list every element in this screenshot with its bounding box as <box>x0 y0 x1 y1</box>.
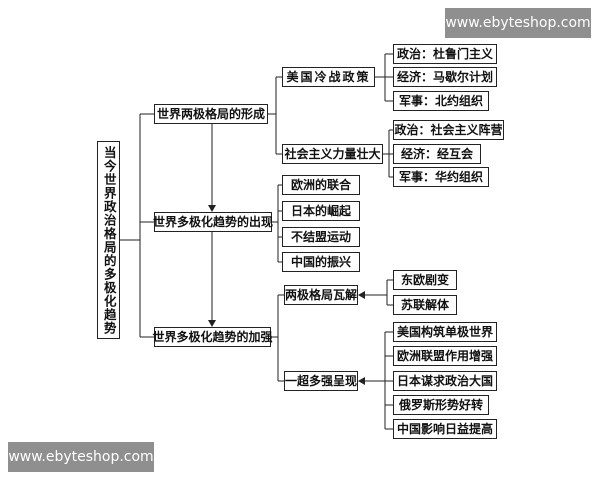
level2-socialist-forces: 社会主义力量壮大 <box>282 144 383 164</box>
socialist-political-camp: 政治：社会主义阵营 <box>393 120 504 140</box>
emergence-revival-of-china: 中国的振兴 <box>282 252 360 272</box>
socialist-military-warsaw-pact: 军事：华约组织 <box>393 167 489 187</box>
collapse-soviet-dissolution: 苏联解体 <box>393 295 457 315</box>
emergence-rise-of-japan: 日本的崛起 <box>282 201 360 221</box>
power-eu-role-strengthened: 欧洲联盟作用增强 <box>393 346 497 366</box>
us-military-nato: 军事：北约组织 <box>393 91 489 111</box>
power-china-influence-rising: 中国影响日益提高 <box>393 419 497 439</box>
emergence-non-aligned-movement: 不结盟运动 <box>282 227 360 247</box>
us-political-truman-doctrine: 政治：杜鲁门主义 <box>393 44 497 64</box>
level2-bipolar-collapse: 两极格局瓦解 <box>284 285 358 305</box>
watermark-top: www.ebyteshop.com <box>445 8 591 38</box>
level2-one-superpower-many-powers: 一超多强呈现 <box>284 371 358 391</box>
level1-bipolar-formation: 世界两极格局的形成 <box>154 104 268 124</box>
level1-multipolar-strengthening: 世界多极化趋势的加强 <box>153 327 273 347</box>
us-economic-marshall-plan: 经济：马歇尔计划 <box>393 67 497 87</box>
socialist-economic-comecon: 经济：经互会 <box>393 144 481 164</box>
level1-multipolar-emergence: 世界多极化趋势的出现 <box>153 212 273 232</box>
watermark-bottom: www.ebyteshop.com <box>8 442 154 472</box>
power-japan-political-power: 日本谋求政治大国 <box>393 371 497 391</box>
emergence-european-union: 欧洲的联合 <box>282 175 360 195</box>
power-us-unipolar-world: 美国构筑单极世界 <box>393 322 497 342</box>
power-russia-improving: 俄罗斯形势好转 <box>393 395 489 415</box>
level2-us-cold-war-policy: 美国冷战政策 <box>282 67 375 87</box>
root-topic-box: 当今世界政治格局的多极化趋势 <box>97 141 120 339</box>
collapse-eastern-europe-upheaval: 东欧剧变 <box>393 270 457 290</box>
